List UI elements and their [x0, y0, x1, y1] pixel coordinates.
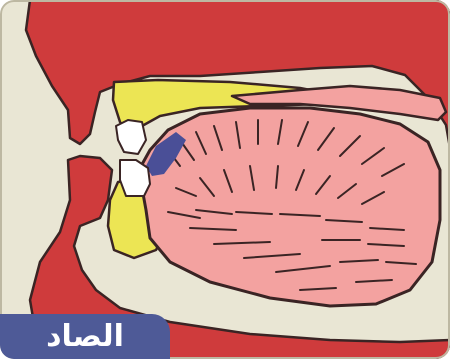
lower-teeth [120, 160, 150, 196]
letter-label: الصاد [46, 319, 124, 354]
letter-label-tab: الصاد [0, 314, 170, 359]
tongue [140, 108, 440, 306]
upper-teeth [116, 120, 146, 154]
